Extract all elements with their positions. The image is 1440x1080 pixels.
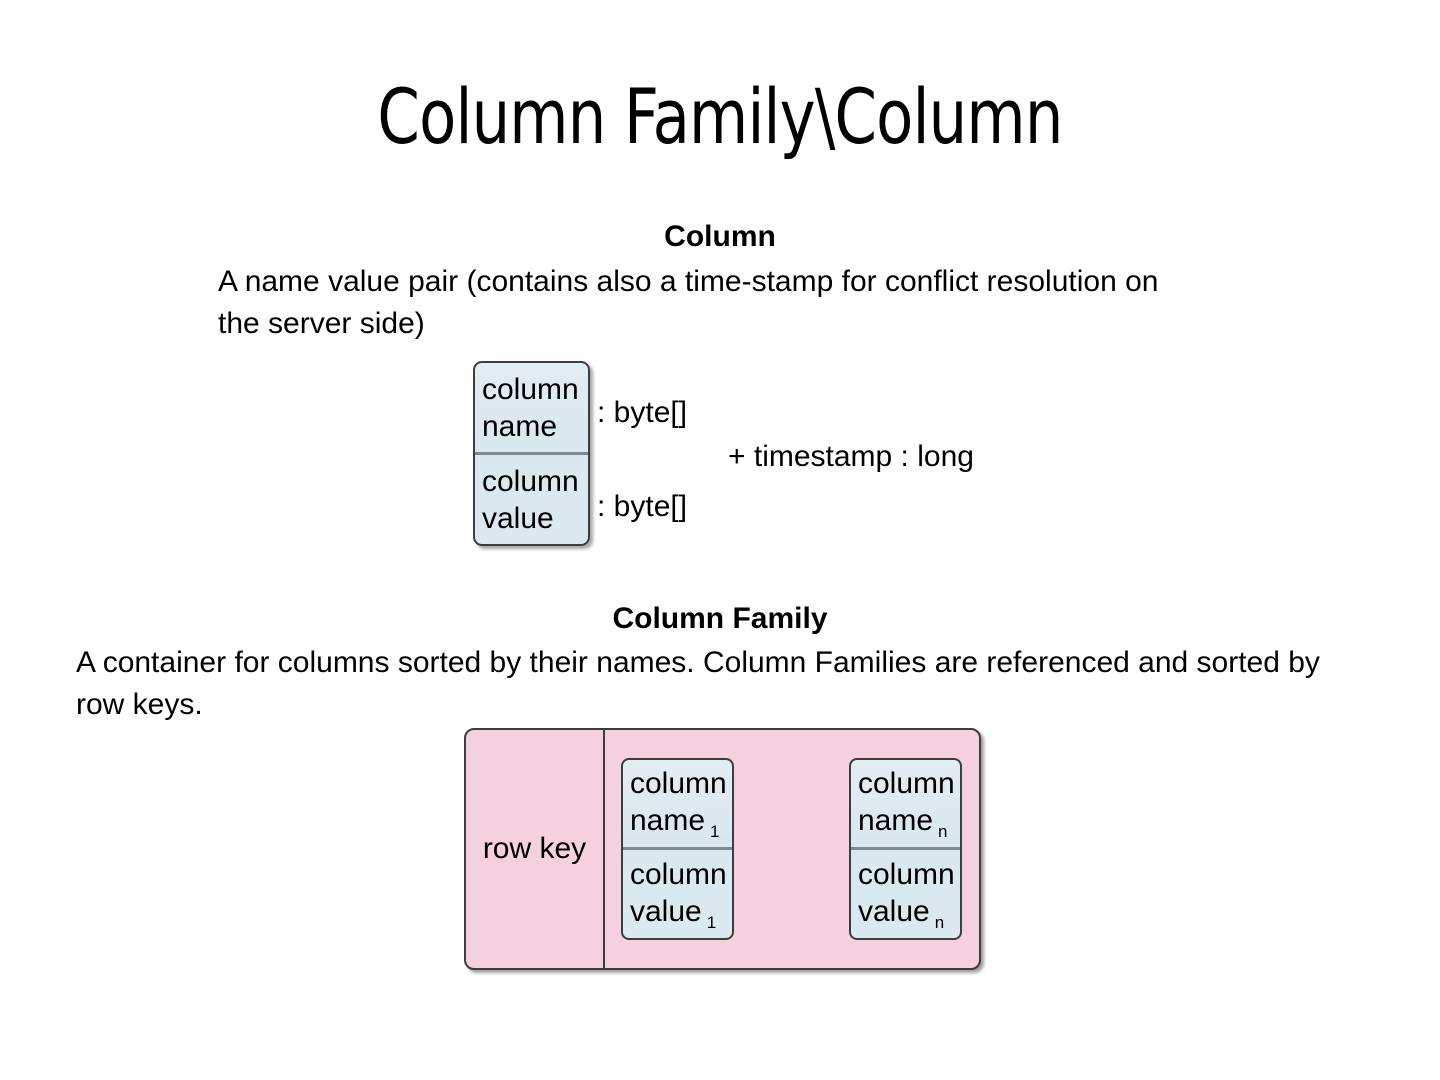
column-name-cell: column name	[475, 363, 588, 455]
column-value-line2: value	[482, 502, 554, 535]
family-column-1-value-subscript: 1	[706, 912, 717, 932]
column-value-type-annotation: : byte[]	[597, 490, 688, 523]
family-column-n-value-subscript: n	[934, 912, 945, 932]
column-name-line2: name	[482, 409, 558, 443]
row-key-cell: row key	[466, 730, 605, 968]
column-family-section-heading: Column Family	[612, 602, 828, 635]
page-title: Column Family\Column	[377, 72, 1063, 161]
family-column-n-name-subscript: n	[938, 821, 948, 841]
column-section-description: A name value pair (contains also a time-…	[218, 265, 1159, 340]
family-column-n-value-line1: column	[858, 857, 955, 891]
column-value-cell: column value	[475, 455, 588, 544]
family-column-1-name-subscript: 1	[710, 821, 720, 841]
column-name-line1: column	[482, 372, 579, 406]
family-column-n-name-line1: column	[858, 766, 955, 800]
row-key-label: row key	[482, 832, 587, 865]
family-column-n-value-line2: value	[858, 894, 930, 928]
timestamp-annotation: + timestamp : long	[728, 440, 974, 473]
family-column-1-value-line2: value	[630, 894, 702, 928]
column-value-line1: column	[482, 465, 579, 498]
family-column-1-name-line1: column	[630, 766, 727, 800]
column-diagram: column name column value	[473, 361, 590, 546]
column-name-type-annotation: : byte[]	[597, 396, 688, 429]
family-column-1-value-line1: column	[630, 857, 727, 891]
column-section-heading: Column	[664, 220, 776, 253]
family-column-n-name-line2: name	[858, 803, 934, 837]
column-family-section-description: A container for columns sorted by their …	[76, 646, 1320, 721]
family-column-1-name-line2: name	[630, 803, 706, 837]
